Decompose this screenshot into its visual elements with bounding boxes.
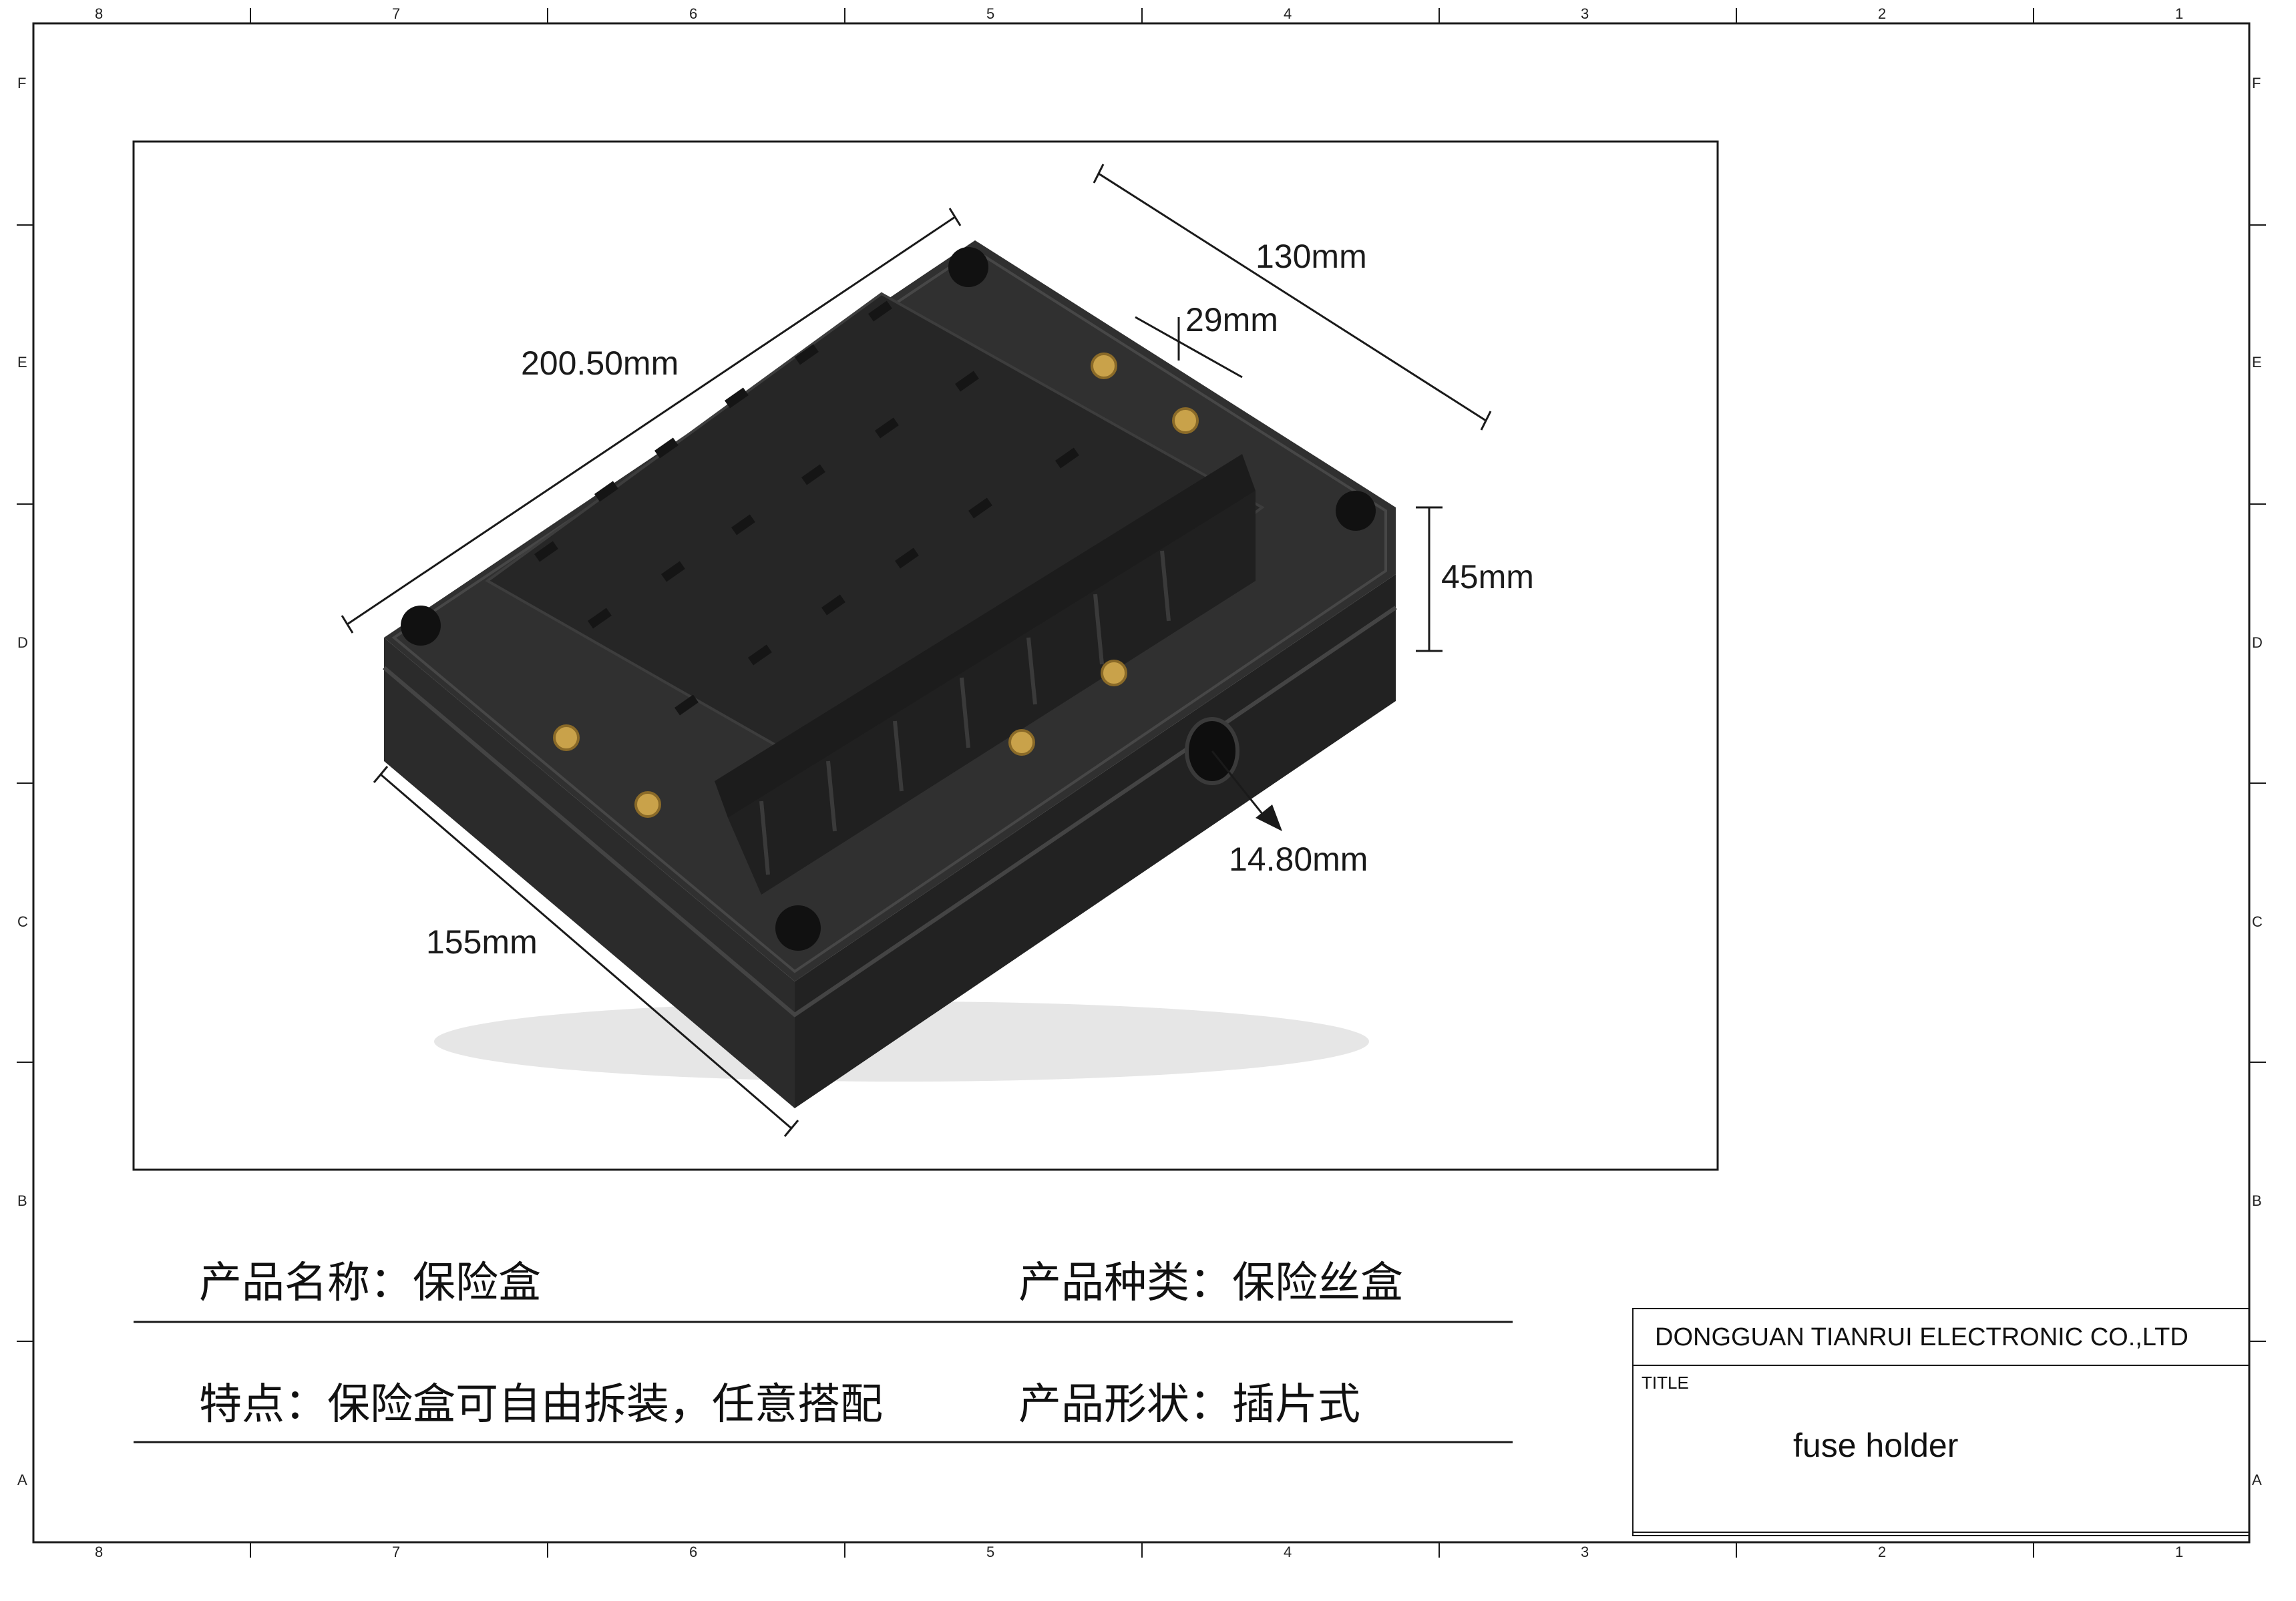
zone-col-label: 8 <box>95 1544 104 1560</box>
relay-slots <box>534 300 1079 716</box>
dim-line-130 <box>1098 172 1487 422</box>
zone-col-label: 5 <box>986 5 995 22</box>
dim-leader-14 <box>1211 750 1267 819</box>
relay-panel <box>485 292 1265 800</box>
title-value: fuse holder <box>1793 1427 1959 1464</box>
zone-col-label: 5 <box>986 1544 995 1560</box>
zone-row-label: E <box>2252 354 2262 371</box>
zone-col-label: 1 <box>2175 1544 2184 1560</box>
zone-col-label: 1 <box>2175 5 2184 22</box>
dim-line-29 <box>1135 316 1243 379</box>
product-type-text: 产品种类：保险丝盒 <box>1018 1259 1403 1308</box>
zone-row-label: C <box>2252 913 2263 930</box>
product-name-text: 产品名称：保险盒 <box>199 1259 541 1308</box>
brass-inserts <box>553 353 1199 818</box>
title-label: TITLE <box>1642 1373 1689 1393</box>
zone-row-label: E <box>17 354 27 371</box>
zone-col-label: 7 <box>392 5 401 22</box>
features-text: 特点：保险盒可自由拆装，任意搭配 <box>199 1380 883 1429</box>
zone-row-label: C <box>17 913 28 930</box>
dimension-depth-label: 155mm <box>426 923 538 961</box>
product-shape-text: 产品形状：插片式 <box>1018 1380 1360 1429</box>
zone-col-label: 8 <box>95 5 104 22</box>
title-block <box>1632 1308 2250 1536</box>
zone-col-label: 3 <box>1581 5 1589 22</box>
dimension-spacing-label: 29mm <box>1185 301 1278 338</box>
dimension-hole-label: 14.80mm <box>1229 841 1368 878</box>
zone-row-label: D <box>17 634 28 651</box>
dimension-width-label: 130mm <box>1256 238 1367 275</box>
dimension-height-label: 45mm <box>1441 558 1534 596</box>
dim-arrowhead <box>1256 805 1282 831</box>
zone-col-label: 2 <box>1878 5 1887 22</box>
zone-col-label: 6 <box>689 1544 698 1560</box>
zone-col-label: 2 <box>1878 1544 1887 1560</box>
zone-row-label: B <box>17 1192 27 1209</box>
fuse-connector-row <box>715 454 1256 818</box>
dimension-length-label: 200.50mm <box>521 345 679 382</box>
zone-row-label: A <box>17 1471 27 1488</box>
dim-line-200 <box>347 216 956 626</box>
zone-col-label: 4 <box>1284 1544 1292 1560</box>
zone-col-label: 7 <box>392 1544 401 1560</box>
zone-row-label: D <box>2252 634 2263 651</box>
zone-row-label: F <box>17 75 27 91</box>
zone-col-label: 4 <box>1284 5 1292 22</box>
zone-col-label: 6 <box>689 5 698 22</box>
zone-row-label: A <box>2252 1471 2262 1488</box>
company-name: DONGGUAN TIANRUI ELECTRONIC CO.,LTD <box>1655 1323 2188 1351</box>
mounting-holes <box>401 247 1376 951</box>
zone-row-label: B <box>2252 1192 2262 1209</box>
zone-col-label: 3 <box>1581 1544 1589 1560</box>
zone-ticks <box>17 8 2266 1558</box>
dim-line-155 <box>380 773 792 1130</box>
zone-row-label: F <box>2252 75 2261 91</box>
dimension-lines <box>341 164 1492 1137</box>
